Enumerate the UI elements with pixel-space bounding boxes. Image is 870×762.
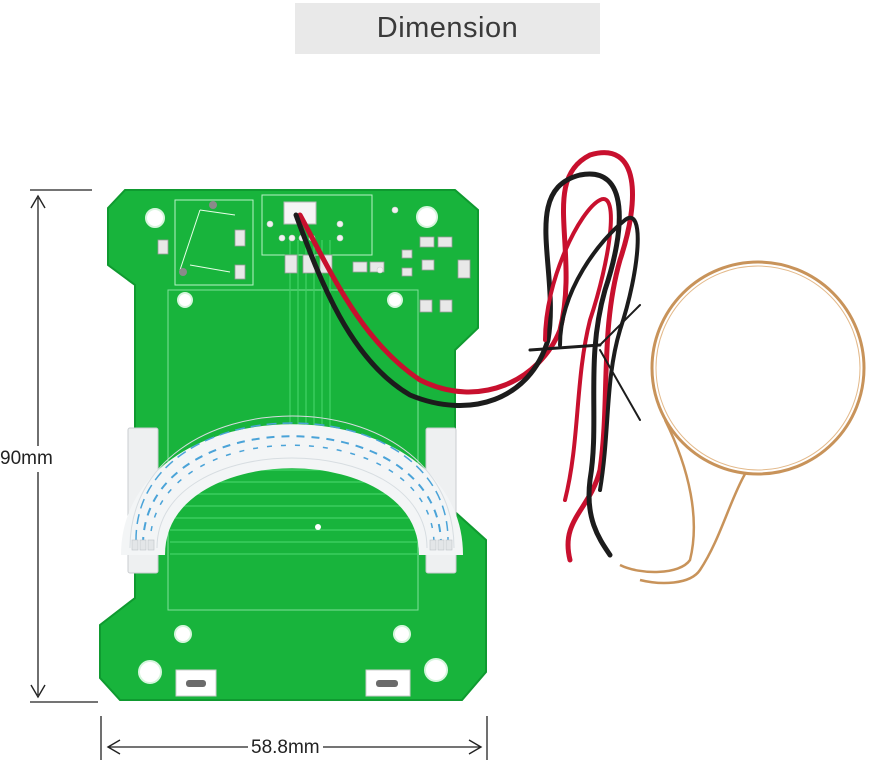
title-banner: Dimension (295, 3, 600, 54)
width-dimension-label: 58.8mm (248, 737, 323, 759)
height-dimension-label: 90mm (0, 446, 53, 472)
page-title: Dimension (376, 12, 519, 44)
ribbon-cable (121, 415, 463, 574)
antenna-wires (293, 150, 641, 563)
copper-coil (619, 260, 866, 585)
